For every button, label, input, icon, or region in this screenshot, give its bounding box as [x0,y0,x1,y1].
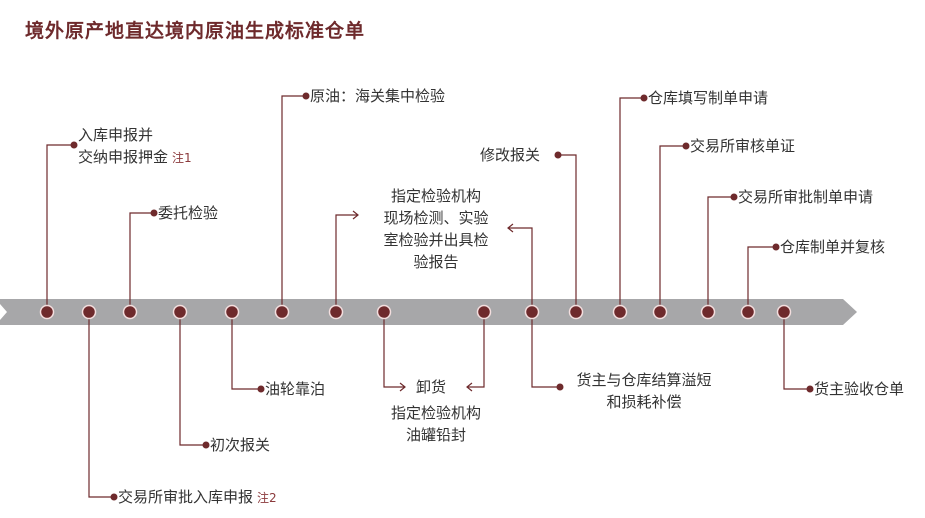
timeline-node [476,304,492,320]
label-line: 指定检验机构 [390,187,481,205]
timeline-node [740,304,756,320]
timeline-node [81,304,97,320]
step-label-declare-deposit: 入库申报并 交纳申报押金注1 [78,124,192,169]
step-label-customs-inspection: 原油：海关集中检验 [310,87,446,105]
connector-line [335,214,358,312]
connector-dot [682,142,690,150]
connector-dot [302,92,310,100]
arrow-icon [466,382,473,392]
timeline-node [224,304,240,320]
connector-line [659,145,686,312]
connector-dot [257,385,265,393]
connector-line [281,95,306,312]
arrow-icon [507,223,514,233]
connector-dot [640,94,648,102]
connector-dot [772,243,780,251]
step-label-warehouse-issue: 仓库制单并复核 [780,238,886,256]
label-line: 现场检测、实验 [383,209,489,227]
timeline-node [39,304,55,320]
timeline-node [524,304,540,320]
label-line: 指定检验机构 [390,404,481,422]
timeline-node [376,304,392,320]
label-line: 油罐铅封 [405,426,466,444]
timeline-node [328,304,344,320]
step-label-warehouse-apply: 仓库填写制单申请 [648,89,769,107]
timeline-node [274,304,290,320]
timeline-start-notch [0,304,7,320]
connector-line [46,144,74,312]
timeline-node [612,304,628,320]
step-label-amend-declaration: 修改报关 [480,146,541,164]
label-line: 交易所审批入库申报 [118,488,254,506]
connector-dot [556,383,564,391]
arrow-icon [399,382,406,392]
connector-line [129,212,154,312]
timeline-node [122,304,138,320]
diagram-title: 境外原产地直达境内原油生成标准仓单 [25,20,366,42]
connector-line [88,312,114,498]
label-line: 和损耗补偿 [606,393,682,411]
timeline-node [172,304,188,320]
connector-line [783,312,810,390]
connector-line [619,97,644,312]
step-label-owner-accept: 货主验收仓单 [814,380,905,398]
connector-dot [730,193,738,201]
timeline-bar [0,299,857,325]
connector-dot [150,209,158,217]
arrow-icon [352,210,359,220]
connector-line [231,312,261,390]
connector-line [558,154,577,312]
step-label-exchange-approve-entry: 交易所审批入库申报注2 [118,486,277,509]
timeline-node [776,304,792,320]
connector-line [531,312,560,388]
timeline-node [568,304,584,320]
step-label-exchange-approve: 交易所审批制单申请 [738,188,874,206]
connector-dot [110,493,118,501]
connector-line [467,312,485,388]
label-line: 入库申报并 [78,126,154,144]
step-label-settlement: 货主与仓库结算溢短 和损耗补偿 [566,369,722,413]
step-label-inspection-report: 指定检验机构 现场检测、实验 室检验并出具检 验报告 [370,185,502,273]
connector-line [508,227,533,312]
connector-dot [554,151,562,159]
label-line: 室检验并出具检 [383,231,489,249]
step-label-entrust-inspection: 委托检验 [158,204,219,222]
connector-dot [806,385,814,393]
step-label-tanker-berth: 油轮靠泊 [265,380,326,398]
label-line: 交纳申报押金 [78,148,169,166]
step-label-unload: 卸货 [416,378,447,396]
timeline-node [652,304,668,320]
connector-line [179,312,206,446]
connector-line [707,196,734,312]
connector-line [383,312,405,388]
label-line: 验报告 [413,253,459,271]
note-2: 注2 [257,491,277,505]
step-label-initial-declaration: 初次报关 [210,436,271,454]
step-label-exchange-review: 交易所审核单证 [690,137,796,155]
timeline-node [700,304,716,320]
connector-line [747,246,776,312]
connector-dot [202,441,210,449]
label-line: 货主与仓库结算溢短 [576,371,712,389]
step-label-tank-seal: 指定检验机构 油罐铅封 [376,402,496,446]
connector-dot [70,141,78,149]
note-1: 注1 [172,151,192,165]
